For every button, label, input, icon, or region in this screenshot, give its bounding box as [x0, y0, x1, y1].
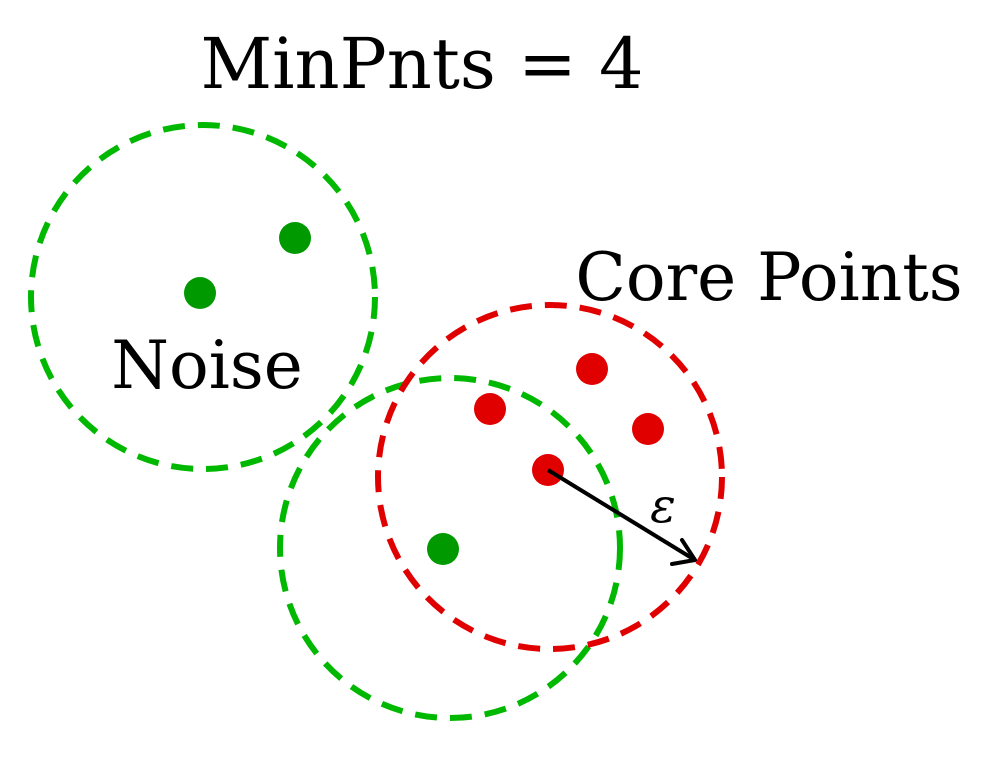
core-point [576, 353, 608, 385]
noise-neighborhood-circle [28, 122, 378, 472]
noise-point [184, 277, 216, 309]
core-neighborhood-circle [375, 302, 725, 652]
core-point [632, 413, 664, 445]
border-point [427, 533, 459, 565]
epsilon-label: ε [650, 478, 676, 534]
diagram-title: MinPnts = 4 [200, 23, 643, 105]
noise-label: Noise [111, 327, 303, 404]
core-point [474, 393, 506, 425]
epsilon-arrowhead [670, 538, 697, 566]
border-neighborhood-circle [277, 375, 623, 721]
noise-point [279, 222, 311, 254]
epsilon-radius-arrow [546, 468, 697, 562]
core-points-label: Core Points [575, 239, 962, 316]
